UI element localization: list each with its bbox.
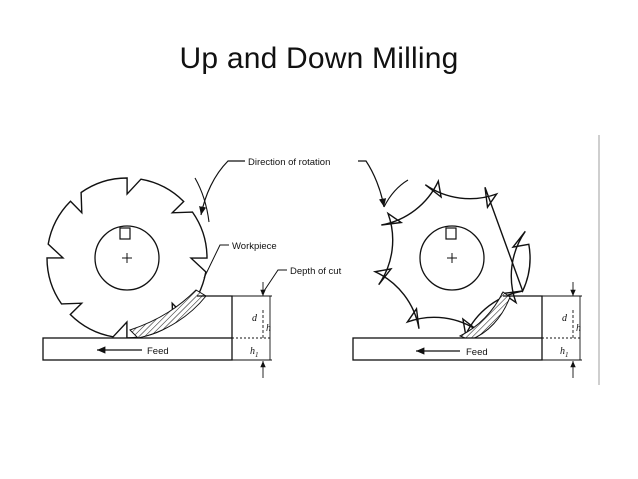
left-rotation-arrow — [199, 160, 245, 216]
right-workpiece-top — [503, 295, 543, 338]
left-cutter-hub — [94, 225, 160, 291]
right-cutter — [372, 178, 531, 338]
right-chip — [458, 291, 511, 341]
right-dimensions — [542, 282, 582, 378]
left-h-label: h — [266, 323, 271, 334]
right-rotation-arrow — [358, 160, 387, 208]
workpiece-label: Workpiece — [232, 241, 277, 252]
depth-of-cut-label: Depth of cut — [290, 266, 342, 277]
slide-title: Up and Down Milling — [179, 42, 459, 75]
left-workpiece-top — [197, 295, 233, 338]
right-d-label: d — [562, 313, 568, 324]
left-keyway — [119, 227, 131, 240]
left-workpiece-leader — [203, 244, 229, 279]
left-workpiece — [42, 337, 233, 361]
right-h1-label: h1 — [560, 346, 569, 359]
right-h-label: h — [576, 323, 581, 334]
left-h1-label: h1 — [250, 346, 259, 359]
left-feed-label: Feed — [147, 346, 169, 357]
left-dimensions — [232, 282, 272, 378]
down-milling-figure: Feed d h h1 — [352, 135, 600, 385]
left-depth-leader — [261, 269, 287, 295]
right-keyway — [445, 227, 457, 240]
direction-of-rotation-label: Direction of rotation — [248, 157, 330, 168]
right-feed-label: Feed — [466, 347, 488, 358]
right-cutter-hub — [419, 225, 485, 291]
left-rotation-arc — [194, 177, 210, 223]
right-rotation-arc — [383, 179, 409, 208]
up-milling-figure: Feed d h h1 — [42, 160, 287, 378]
right-workpiece — [352, 337, 543, 361]
left-d-label: d — [252, 313, 258, 324]
